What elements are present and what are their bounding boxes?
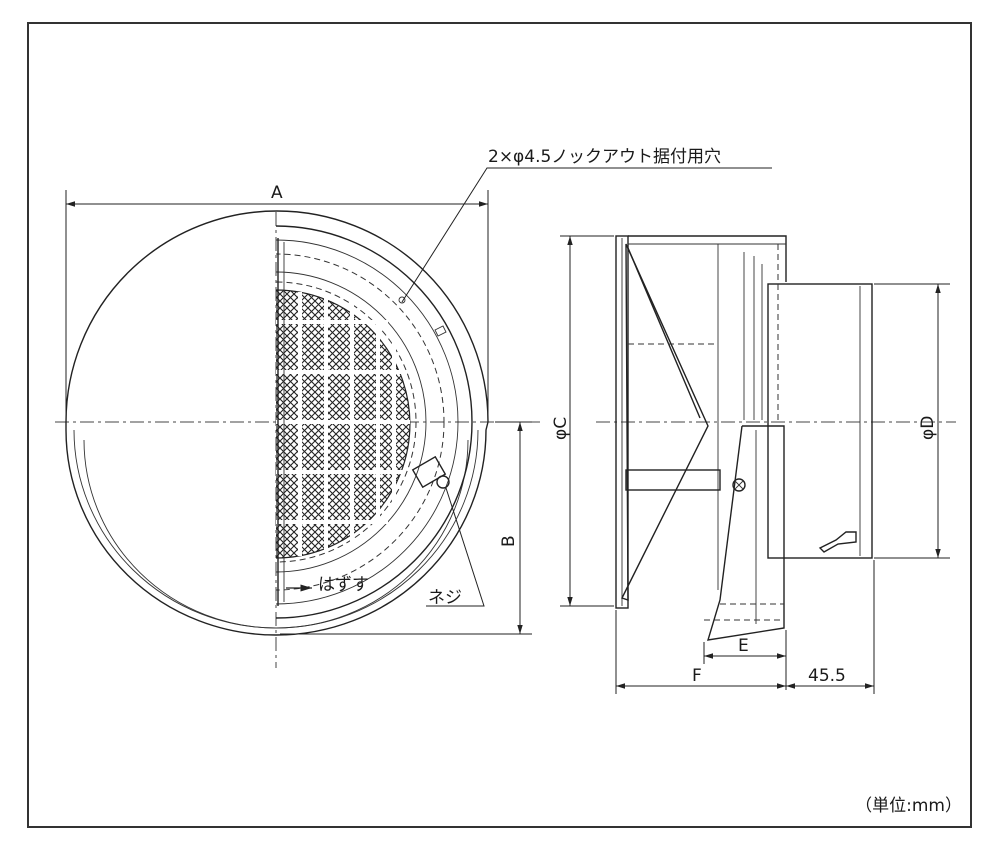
dim-d-label: φD — [918, 416, 938, 440]
dim-a-label: A — [271, 183, 283, 203]
front-view: はずす ネジ 2×φ4.5ノックアウト据付用穴 — [55, 147, 772, 668]
drawing-frame — [27, 22, 972, 828]
knockout-hole-label: 2×φ4.5ノックアウト据付用穴 — [488, 147, 721, 167]
dimension-b: B — [280, 421, 532, 635]
dimension-c: φC — [551, 235, 614, 607]
dim-depth-label: 45.5 — [808, 666, 846, 686]
dim-e-label: E — [738, 636, 749, 656]
dim-c-label: φC — [551, 417, 571, 440]
dimension-e: E — [703, 630, 787, 690]
screw-label: ネジ — [428, 588, 462, 608]
unit-label: （単位:mm） — [855, 796, 962, 816]
side-view — [596, 235, 956, 641]
dimension-a: A — [65, 183, 489, 420]
dimension-d: φD — [874, 283, 950, 559]
dim-f-label: F — [692, 666, 702, 686]
dim-b-label: B — [499, 535, 519, 547]
hood-skirt — [65, 421, 489, 636]
remove-label: はずす — [318, 575, 369, 595]
dimension-f: F 45.5 — [615, 560, 875, 694]
hood-outline — [65, 210, 489, 423]
mesh-bars — [276, 292, 410, 556]
